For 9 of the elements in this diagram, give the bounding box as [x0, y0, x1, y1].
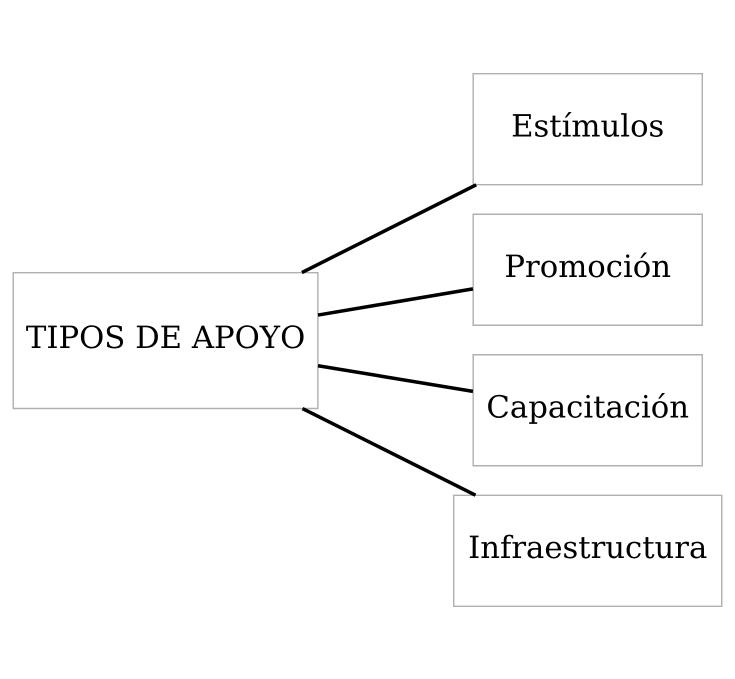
connector — [301, 182, 477, 274]
connector — [318, 363, 474, 393]
node-box: TIPOS DE APOYO — [12, 271, 319, 409]
connector — [318, 286, 474, 316]
connector — [302, 406, 476, 496]
node-box: Promoción — [472, 213, 703, 326]
node-box: Infraestructura — [453, 494, 722, 606]
node-box: Capacitación — [472, 354, 703, 466]
node-box: Estímulos — [472, 72, 703, 185]
